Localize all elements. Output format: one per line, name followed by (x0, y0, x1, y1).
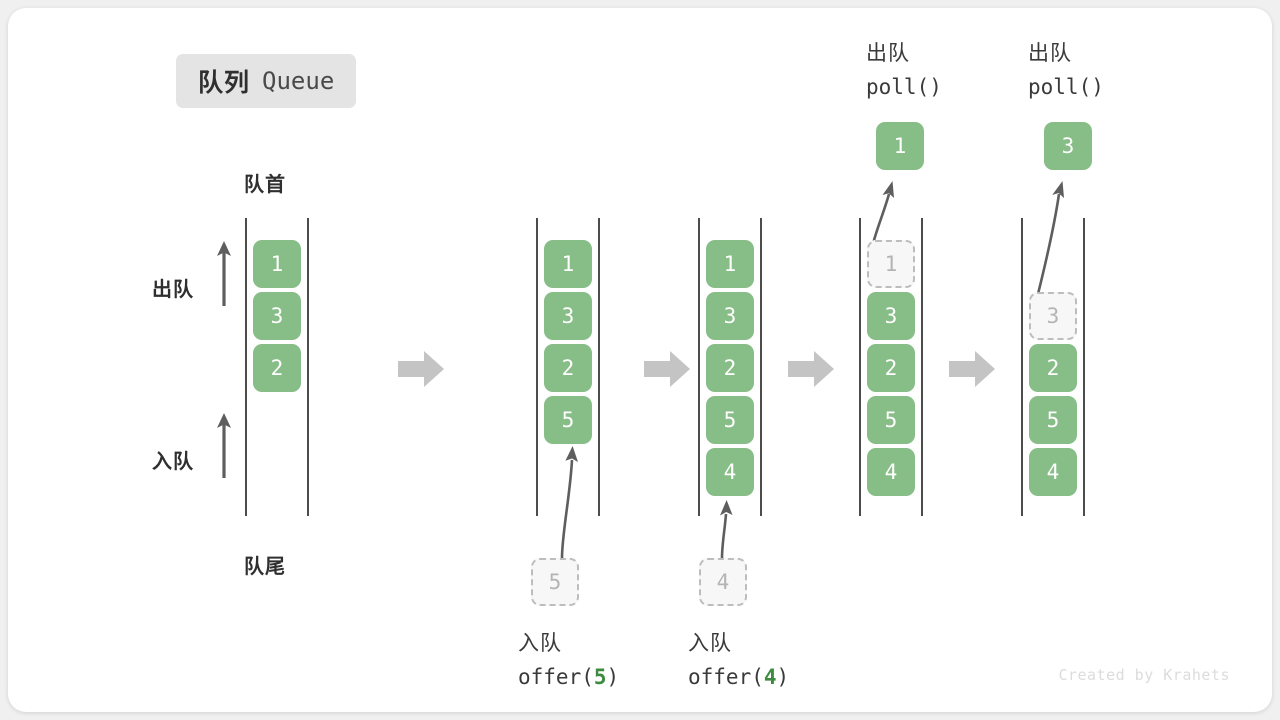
diagram-card: 队列 Queue 队首 队尾 出队 入队 1 3 2 (8, 8, 1272, 712)
queue-cell: 5 (544, 396, 592, 444)
flow-arrow-icon (398, 350, 444, 388)
popped-element: 3 (1044, 122, 1092, 170)
caption-code: offer(5) (518, 664, 620, 689)
queue-rail-left (245, 218, 247, 516)
queue-rail-right (1083, 218, 1085, 516)
queue-cell: 4 (706, 448, 754, 496)
queue-cell: 2 (1029, 344, 1077, 392)
caption-code: offer(4) (688, 664, 790, 689)
dequeue-direction-arrow-icon (213, 240, 235, 308)
queue-cell: 3 (253, 292, 301, 340)
enqueue-side-label: 入队 (152, 451, 194, 473)
queue-cell: 2 (253, 344, 301, 392)
diagram-title-badge: 队列 Queue (176, 54, 357, 108)
flow-arrow-icon (949, 350, 995, 388)
queue-stage-poll-3: 3 2 5 4 (1021, 218, 1085, 516)
flow-arrow-icon (788, 350, 834, 388)
queue-rail-left (1021, 218, 1023, 516)
queue-stage-poll-1: 1 3 2 5 4 (859, 218, 923, 516)
stage-caption-poll-1: 出队 poll() (866, 38, 942, 103)
queue-cell: 4 (1029, 448, 1077, 496)
queue-rail-right (307, 218, 309, 516)
queue-cell: 2 (867, 344, 915, 392)
queue-stage-offer-5: 1 3 2 5 (536, 218, 600, 516)
queue-stage-initial: 1 3 2 (245, 218, 309, 516)
queue-rail-right (598, 218, 600, 516)
queue-front-label: 队首 (244, 174, 286, 196)
queue-cell-removed: 3 (1029, 292, 1077, 340)
caption-cn: 入队 (688, 632, 732, 655)
dequeue-side-label: 出队 (152, 279, 194, 301)
stage-caption-offer-4: 入队 offer(4) (688, 628, 789, 693)
caption-code: poll() (866, 74, 942, 99)
queue-rail-left (698, 218, 700, 516)
flow-arrow-icon (644, 350, 690, 388)
caption-cn: 出队 (866, 42, 910, 65)
caption-cn: 入队 (518, 632, 562, 655)
caption-cn: 出队 (1028, 42, 1072, 65)
queue-rear-label: 队尾 (244, 556, 286, 578)
queue-cell: 5 (706, 396, 754, 444)
title-en: Queue (262, 67, 335, 95)
queue-cell: 1 (544, 240, 592, 288)
incoming-element-ghost: 5 (531, 558, 579, 606)
queue-rail-right (760, 218, 762, 516)
queue-cell: 5 (867, 396, 915, 444)
enqueue-insert-arrow-icon (544, 438, 584, 560)
queue-cell: 3 (544, 292, 592, 340)
incoming-element-ghost: 4 (699, 558, 747, 606)
dequeue-pop-arrow-icon (1026, 178, 1076, 300)
queue-rail-left (536, 218, 538, 516)
enqueue-insert-arrow-icon (710, 492, 744, 560)
queue-cell: 1 (253, 240, 301, 288)
popped-element: 1 (876, 122, 924, 170)
stage-caption-offer-5: 入队 offer(5) (518, 628, 619, 693)
watermark-credit: Created by Krahets (1058, 666, 1230, 684)
title-cn: 队列 (198, 69, 251, 97)
queue-cell: 3 (706, 292, 754, 340)
queue-rail-right (921, 218, 923, 516)
queue-cell: 5 (1029, 396, 1077, 444)
queue-cell-removed: 1 (867, 240, 915, 288)
queue-cell: 2 (544, 344, 592, 392)
queue-cell: 4 (867, 448, 915, 496)
caption-code: poll() (1028, 74, 1104, 99)
stage-caption-poll-3: 出队 poll() (1028, 38, 1104, 103)
queue-stage-offer-4: 1 3 2 5 4 (698, 218, 762, 516)
queue-cell: 2 (706, 344, 754, 392)
enqueue-direction-arrow-icon (213, 412, 235, 480)
queue-rail-left (859, 218, 861, 516)
queue-cell: 3 (867, 292, 915, 340)
queue-cell: 1 (706, 240, 754, 288)
dequeue-pop-arrow-icon (858, 178, 908, 246)
